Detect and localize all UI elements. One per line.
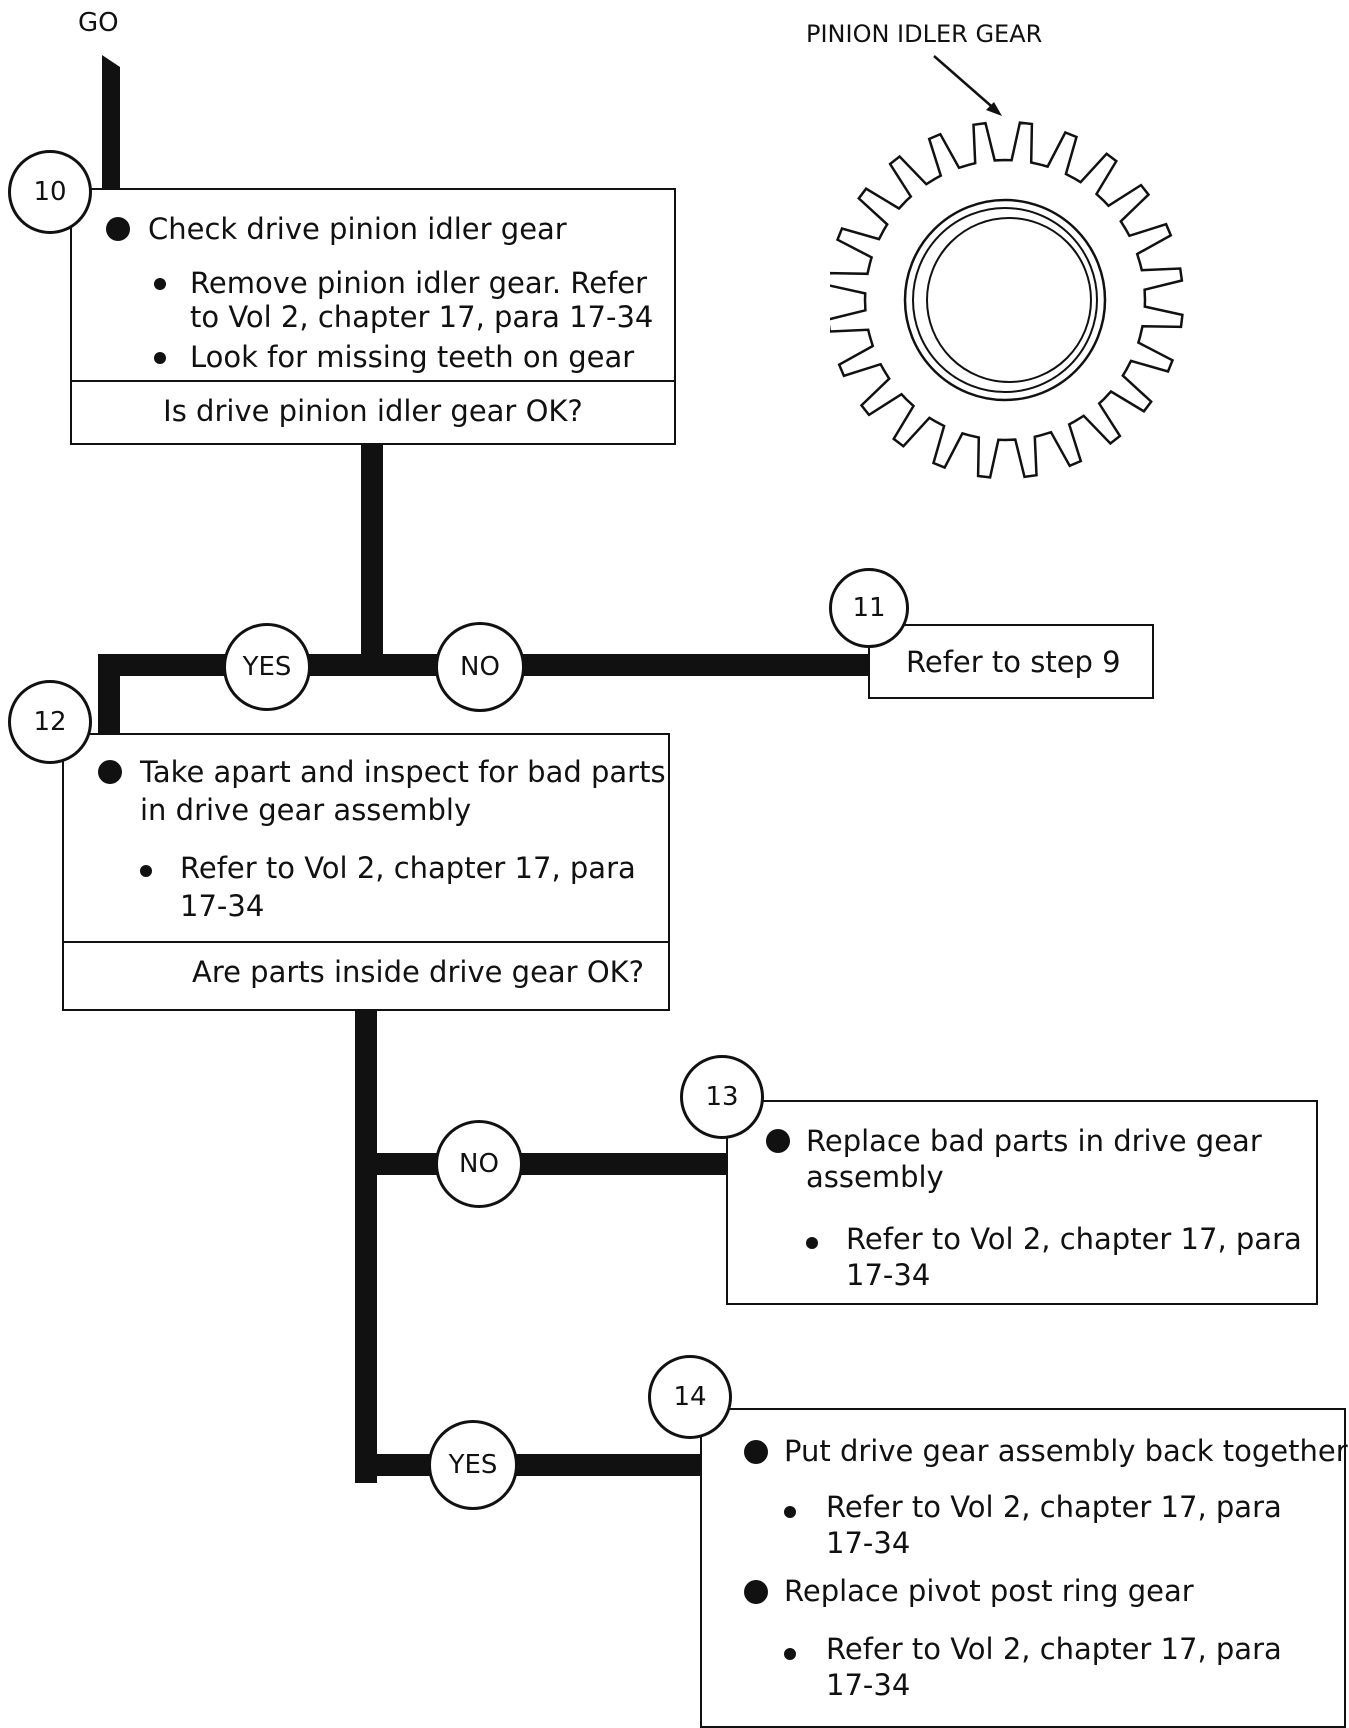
step-12-box: Take apart and inspect for bad parts in … xyxy=(62,733,670,1011)
sub-bullet-dot xyxy=(784,1648,796,1660)
bullet-dot xyxy=(744,1440,768,1464)
step-13-bullet-1-line-2: assembly xyxy=(806,1160,944,1194)
step-13-box: Replace bad parts in drive gear assembly… xyxy=(726,1100,1318,1305)
step-11-box: Refer to step 9 xyxy=(868,624,1154,699)
no-branch-1: NO xyxy=(435,622,525,712)
step-12-bullet-1-line-2: in drive gear assembly xyxy=(140,793,472,827)
step-11-text: Refer to step 9 xyxy=(906,645,1121,679)
connector-to-14 xyxy=(355,1454,705,1476)
sub-bullet-dot xyxy=(806,1237,818,1249)
step-11-number: 11 xyxy=(829,568,909,648)
bullet-dot xyxy=(766,1129,790,1153)
gear-bore-ring xyxy=(903,198,1107,402)
step-14-bullet-1: Put drive gear assembly back together xyxy=(784,1434,1348,1468)
step-14-sub-2-line-1: Refer to Vol 2, chapter 17, para xyxy=(826,1632,1282,1666)
step-14-number: 14 xyxy=(648,1355,732,1439)
bullet-dot xyxy=(98,760,122,784)
step-13-bullet-1-line-1: Replace bad parts in drive gear xyxy=(806,1124,1262,1158)
gear-bore-ring xyxy=(926,217,1092,383)
connector-10-down xyxy=(361,443,383,675)
connector-to-12 xyxy=(98,654,120,737)
step-14-sub-1-line-2: 17-34 xyxy=(826,1526,911,1560)
step-10-question: Is drive pinion idler gear OK? xyxy=(72,380,674,440)
step-12-sub-1-line-1: Refer to Vol 2, chapter 17, para xyxy=(180,851,636,885)
gear-label: PINION IDLER GEAR xyxy=(806,20,1043,48)
step-12-number: 12 xyxy=(8,680,92,764)
connector-12-down xyxy=(355,1008,377,1483)
step-12-sub-1-line-2: 17-34 xyxy=(180,889,265,923)
gear-bore-ring xyxy=(912,207,1098,393)
step-14-sub-1-line-1: Refer to Vol 2, chapter 17, para xyxy=(826,1490,1282,1524)
step-10-sub-1-line-2: to Vol 2, chapter 17, para 17-34 xyxy=(190,300,654,334)
go-arrow-line xyxy=(102,55,120,200)
step-14-sub-2-line-2: 17-34 xyxy=(826,1668,911,1702)
yes-branch-1: YES xyxy=(223,623,311,711)
step-14-box: Put drive gear assembly back together Re… xyxy=(700,1408,1348,1728)
step-12-question: Are parts inside drive gear OK? xyxy=(64,941,668,1001)
gear-teeth xyxy=(830,121,1184,479)
step-12-bullet-1-line-1: Take apart and inspect for bad parts xyxy=(140,755,666,789)
step-14-bullet-2: Replace pivot post ring gear xyxy=(784,1574,1194,1608)
bullet-dot xyxy=(744,1580,768,1604)
step-10-bullet-1: Check drive pinion idler gear xyxy=(148,212,567,246)
sub-bullet-dot xyxy=(784,1506,796,1518)
step-13-number: 13 xyxy=(680,1055,764,1139)
sub-bullet-dot xyxy=(154,352,166,364)
gear-label-arrow xyxy=(933,55,1002,116)
yes-branch-2: YES xyxy=(428,1420,518,1510)
sub-bullet-dot xyxy=(140,865,152,877)
go-label: GO xyxy=(78,8,119,38)
step-13-sub-1-line-1: Refer to Vol 2, chapter 17, para xyxy=(846,1222,1302,1256)
connector-to-13 xyxy=(355,1153,730,1175)
step-10-number: 10 xyxy=(8,150,92,234)
step-10-sub-1-line-1: Remove pinion idler gear. Refer xyxy=(190,266,648,300)
no-branch-2: NO xyxy=(435,1120,523,1208)
sub-bullet-dot xyxy=(154,278,166,290)
bullet-dot xyxy=(106,217,130,241)
step-10-sub-2: Look for missing teeth on gear xyxy=(190,340,635,374)
step-13-sub-1-line-2: 17-34 xyxy=(846,1258,931,1292)
pinion-idler-gear-illustration xyxy=(830,121,1184,479)
step-10-box: Check drive pinion idler gear Remove pin… xyxy=(70,188,676,445)
